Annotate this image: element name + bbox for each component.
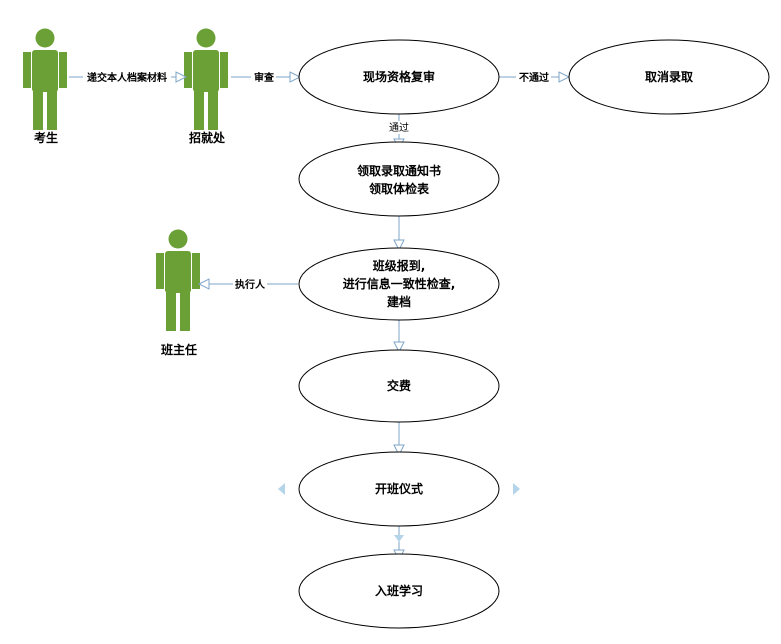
triangle-left-icon[interactable] [278, 483, 285, 495]
node-review-text: 现场资格复审 [363, 69, 435, 84]
actor-head-teacher: 班主任 [156, 229, 200, 357]
edge-submit-label: 递交本人档案材料 [87, 71, 167, 84]
node-register-text-2: 进行信息一致性检查, [343, 276, 456, 291]
arrowhead-right [289, 71, 302, 83]
triangle-right-icon[interactable] [513, 483, 520, 495]
actor-examinee: 考生 [23, 28, 67, 145]
node-ceremony-text: 开班仪式 [375, 481, 423, 496]
person-icon [184, 28, 228, 130]
arrowhead-right [558, 71, 571, 83]
node-receive-text-1: 领取录取通知书 [357, 163, 441, 178]
triangle-down-icon[interactable] [394, 535, 404, 542]
actor-head-teacher-label: 班主任 [161, 342, 197, 357]
actor-admissions-label: 招就处 [189, 130, 226, 145]
node-register [298, 247, 500, 321]
node-cancel [568, 39, 770, 115]
node-receive-text-2: 领取体检表 [369, 181, 430, 196]
node-register-text-3: 建档 [386, 294, 411, 309]
node-ceremony [298, 451, 500, 527]
arrowhead-down [393, 239, 405, 252]
node-pay-text: 交费 [387, 378, 411, 393]
node-study-text: 入班学习 [375, 583, 423, 598]
node-pay [298, 349, 500, 423]
edge-audit-label: 审查 [254, 71, 275, 84]
node-review [298, 39, 500, 115]
actor-admissions: 招就处 [184, 28, 228, 145]
person-icon [156, 229, 200, 331]
edge-pass-label: 通过 [389, 121, 409, 134]
edge-fail-label: 不通过 [519, 71, 549, 84]
arrowhead-down [393, 444, 405, 457]
arrowhead-down [393, 341, 405, 354]
arrowhead-left [197, 278, 210, 290]
actor-examinee-label: 考生 [34, 130, 58, 145]
node-study [298, 553, 500, 629]
node-cancel-text: 取消录取 [645, 69, 693, 84]
node-register-text-1: 班级报到, [373, 258, 426, 273]
edge-executor-label: 执行人 [235, 278, 266, 291]
person-icon [23, 28, 67, 130]
arrowhead-right [175, 71, 188, 83]
node-receive [298, 141, 500, 217]
